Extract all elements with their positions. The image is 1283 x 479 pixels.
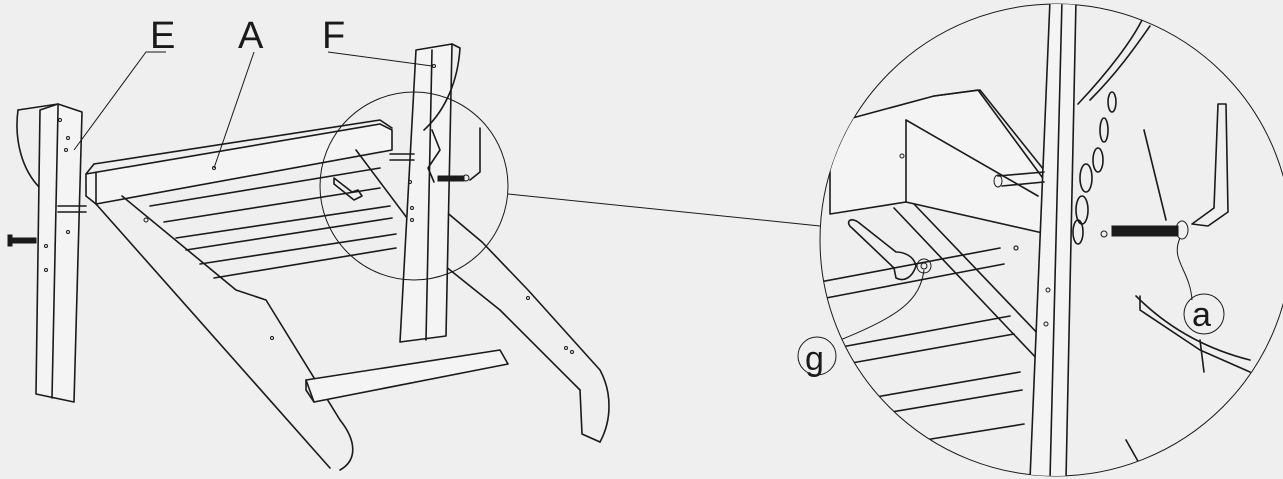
- leader-A: [213, 51, 255, 169]
- zoom-source-circle: [319, 91, 509, 281]
- left-arm-top: [17, 103, 59, 111]
- wrench-detail: [847, 219, 932, 281]
- callout-g: g: [797, 336, 837, 378]
- allen-key-detail: [1191, 103, 1229, 227]
- part-F-right-leg: [399, 43, 461, 343]
- label-E: E: [150, 15, 175, 57]
- chain-detail: [1072, 91, 1117, 245]
- right-bolt: [437, 174, 470, 182]
- leader-a: [1176, 237, 1193, 301]
- zoom-leader-line: [507, 193, 821, 227]
- seat-slats: [149, 167, 397, 279]
- part-A-front-board: [85, 119, 393, 205]
- callout-a: a: [1183, 293, 1225, 335]
- leader-F: [327, 51, 433, 67]
- left-dowel: [57, 205, 87, 213]
- bottom-cross-board: [305, 349, 509, 403]
- left-side-rail: [95, 195, 354, 471]
- dowel-right: [389, 153, 415, 161]
- main-assembly-view: E A F: [7, 15, 821, 471]
- left-bolt: [7, 234, 37, 247]
- right-side-rail: [355, 149, 610, 443]
- part-E-left-leg: [35, 103, 83, 403]
- leader-g: [839, 269, 925, 341]
- label-g: g: [805, 340, 824, 378]
- allen-key-small: [469, 127, 481, 181]
- detail-zoom-view: g a: [797, 3, 1283, 477]
- wrench-small: [333, 177, 363, 201]
- chain-hardware: [427, 129, 441, 183]
- label-a: a: [1192, 296, 1211, 334]
- left-arm-curve: [16, 109, 41, 189]
- leader-E: [73, 51, 166, 151]
- label-F: F: [322, 15, 345, 57]
- bolt-detail: [1100, 220, 1189, 240]
- label-A: A: [238, 15, 264, 57]
